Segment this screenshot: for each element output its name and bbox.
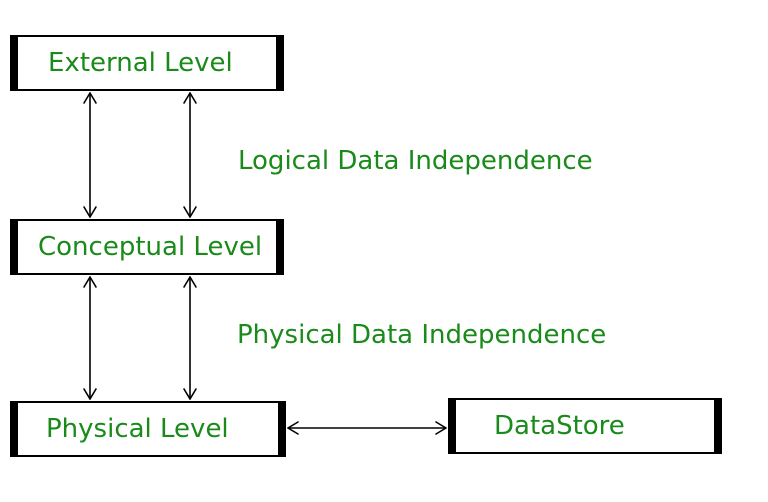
external-level-box: External Level bbox=[10, 35, 284, 91]
conceptual-level-label: Conceptual Level bbox=[38, 232, 263, 262]
double-arrow-external-conceptual-right bbox=[183, 92, 197, 218]
external-level-label: External Level bbox=[48, 48, 233, 78]
double-arrow-conceptual-physical-right bbox=[183, 276, 197, 400]
physical-level-label: Physical Level bbox=[46, 414, 229, 444]
datastore-box: DataStore bbox=[448, 398, 722, 454]
physical-data-independence-label: Physical Data Independence bbox=[237, 320, 607, 350]
physical-level-box: Physical Level bbox=[10, 401, 286, 457]
double-arrow-physical-datastore bbox=[287, 421, 447, 435]
double-arrow-conceptual-physical-left bbox=[83, 276, 97, 400]
datastore-label: DataStore bbox=[494, 411, 625, 441]
logical-data-independence-label: Logical Data Independence bbox=[238, 146, 593, 176]
double-arrow-external-conceptual-left bbox=[83, 92, 97, 218]
conceptual-level-box: Conceptual Level bbox=[10, 219, 284, 275]
